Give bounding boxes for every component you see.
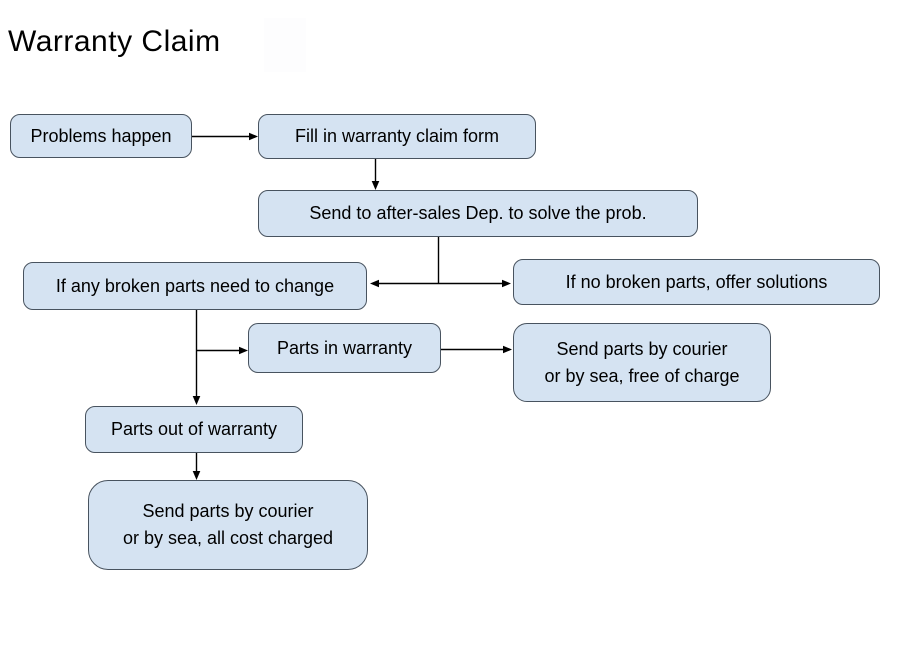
node-problems-happen: Problems happen bbox=[10, 114, 192, 158]
node-send-after-sales: Send to after-sales Dep. to solve the pr… bbox=[258, 190, 698, 237]
arrow-in-warranty-to-send-free bbox=[441, 345, 512, 354]
node-no-broken-parts: If no broken parts, offer solutions bbox=[513, 259, 880, 305]
node-fill-claim-form: Fill in warranty claim form bbox=[258, 114, 536, 159]
faded-highlight-rect bbox=[264, 18, 306, 72]
arrow-out-of-warranty-to-send-charged bbox=[192, 453, 201, 480]
node-send-free: Send parts by courier or by sea, free of… bbox=[513, 323, 771, 402]
arrow-problems-to-form bbox=[192, 132, 258, 141]
arrow-broken-to-in-warranty bbox=[196, 346, 248, 355]
arrow-broken-to-out-of-warranty bbox=[192, 310, 201, 405]
node-send-charged: Send parts by courier or by sea, all cos… bbox=[88, 480, 368, 570]
node-parts-out-warranty: Parts out of warranty bbox=[85, 406, 303, 453]
node-broken-parts: If any broken parts need to change bbox=[23, 262, 367, 310]
arrow-aftersales-branch bbox=[370, 237, 511, 288]
node-parts-in-warranty: Parts in warranty bbox=[248, 323, 441, 373]
page-title: Warranty Claim bbox=[8, 25, 221, 58]
arrow-form-to-aftersales bbox=[371, 159, 380, 190]
